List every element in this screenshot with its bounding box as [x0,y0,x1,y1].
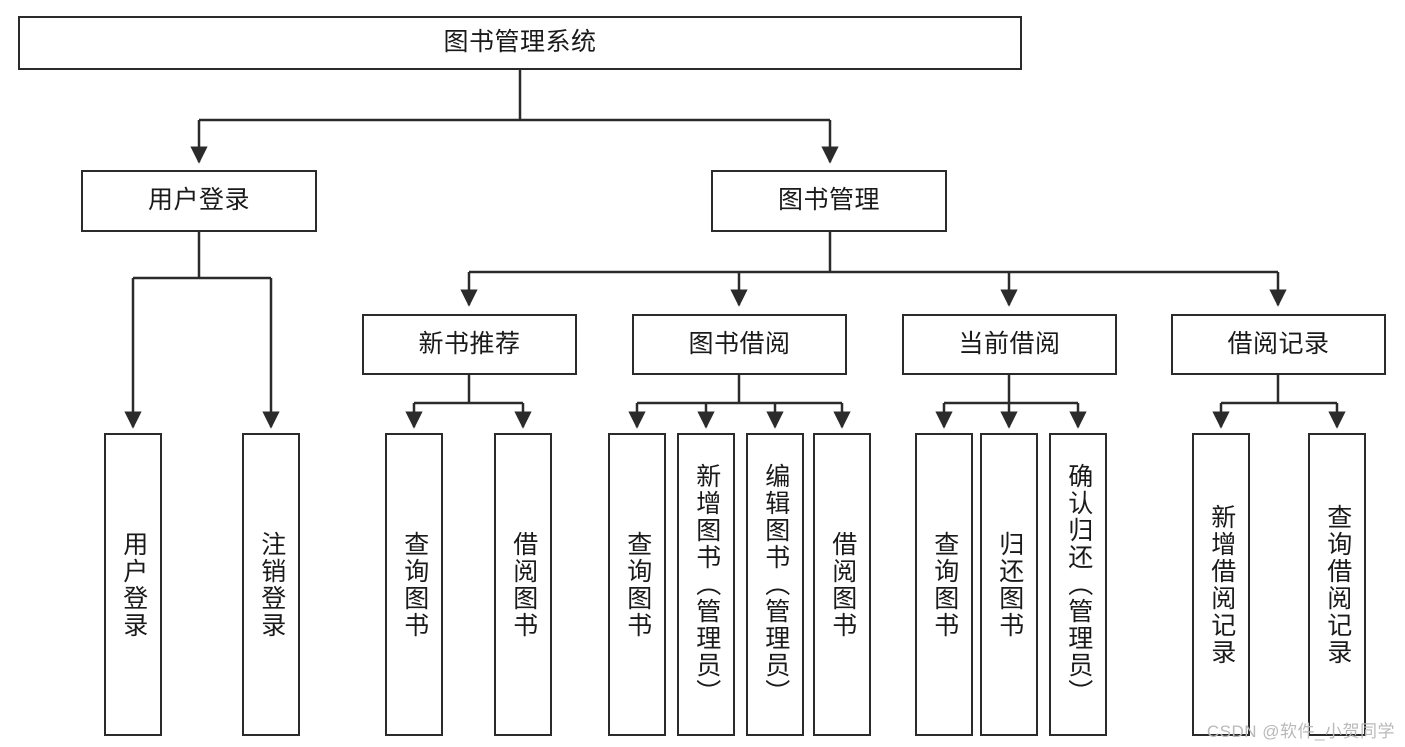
node-leaf-query-book-3[interactable]: 查询图书 [915,433,973,736]
node-label: 归还图书 [995,530,1024,639]
node-label: 查询图书 [623,530,652,639]
node-leaf-edit-book-admin[interactable]: 编辑图书（管理员） [746,433,804,736]
node-label: 用户登录 [147,186,250,215]
node-label: 新书推荐 [418,329,521,358]
node-label: 借阅记录 [1227,329,1330,358]
node-book-management-system[interactable]: 图书管理系统 [18,16,1022,70]
node-leaf-add-borrow-record[interactable]: 新增借阅记录 [1192,433,1250,736]
node-label: 编辑图书（管理员） [761,463,790,706]
node-label: 当前借阅 [958,329,1061,358]
node-leaf-query-book-1[interactable]: 查询图书 [385,433,443,736]
node-label: 查询借阅记录 [1323,503,1352,666]
node-label: 借阅图书 [509,530,538,639]
node-label: 查询图书 [930,530,959,639]
node-leaf-add-book-admin[interactable]: 新增图书（管理员） [677,433,735,736]
node-current-borrow[interactable]: 当前借阅 [902,314,1117,375]
node-label: 借阅图书 [828,530,857,639]
node-book-management[interactable]: 图书管理 [711,170,947,232]
node-leaf-borrow-book-1[interactable]: 借阅图书 [494,433,552,736]
node-label: 图书管理 [777,186,880,215]
node-leaf-borrow-book-2[interactable]: 借阅图书 [813,433,871,736]
node-label: 注销登录 [257,530,286,639]
node-label: 新增图书（管理员） [692,463,721,706]
node-label: 查询图书 [400,530,429,639]
node-label: 图书管理系统 [443,28,597,57]
watermark: CSDN @软件_小贺同学 [1206,722,1395,741]
node-user-login[interactable]: 用户登录 [81,170,317,232]
node-leaf-return-book[interactable]: 归还图书 [980,433,1038,736]
node-leaf-user-login[interactable]: 用户登录 [104,433,162,736]
node-label: 确认归还（管理员） [1064,463,1093,706]
node-leaf-query-book-2[interactable]: 查询图书 [608,433,666,736]
node-book-borrow[interactable]: 图书借阅 [632,314,847,375]
node-label: 新增借阅记录 [1207,503,1236,666]
node-leaf-confirm-return-admin[interactable]: 确认归还（管理员） [1049,433,1107,736]
node-label: 图书借阅 [688,329,791,358]
node-label: 用户登录 [119,530,148,639]
node-leaf-query-borrow-record[interactable]: 查询借阅记录 [1308,433,1366,736]
node-leaf-logout-login[interactable]: 注销登录 [242,433,300,736]
node-new-book-recommend[interactable]: 新书推荐 [362,314,577,375]
node-borrow-record[interactable]: 借阅记录 [1171,314,1386,375]
